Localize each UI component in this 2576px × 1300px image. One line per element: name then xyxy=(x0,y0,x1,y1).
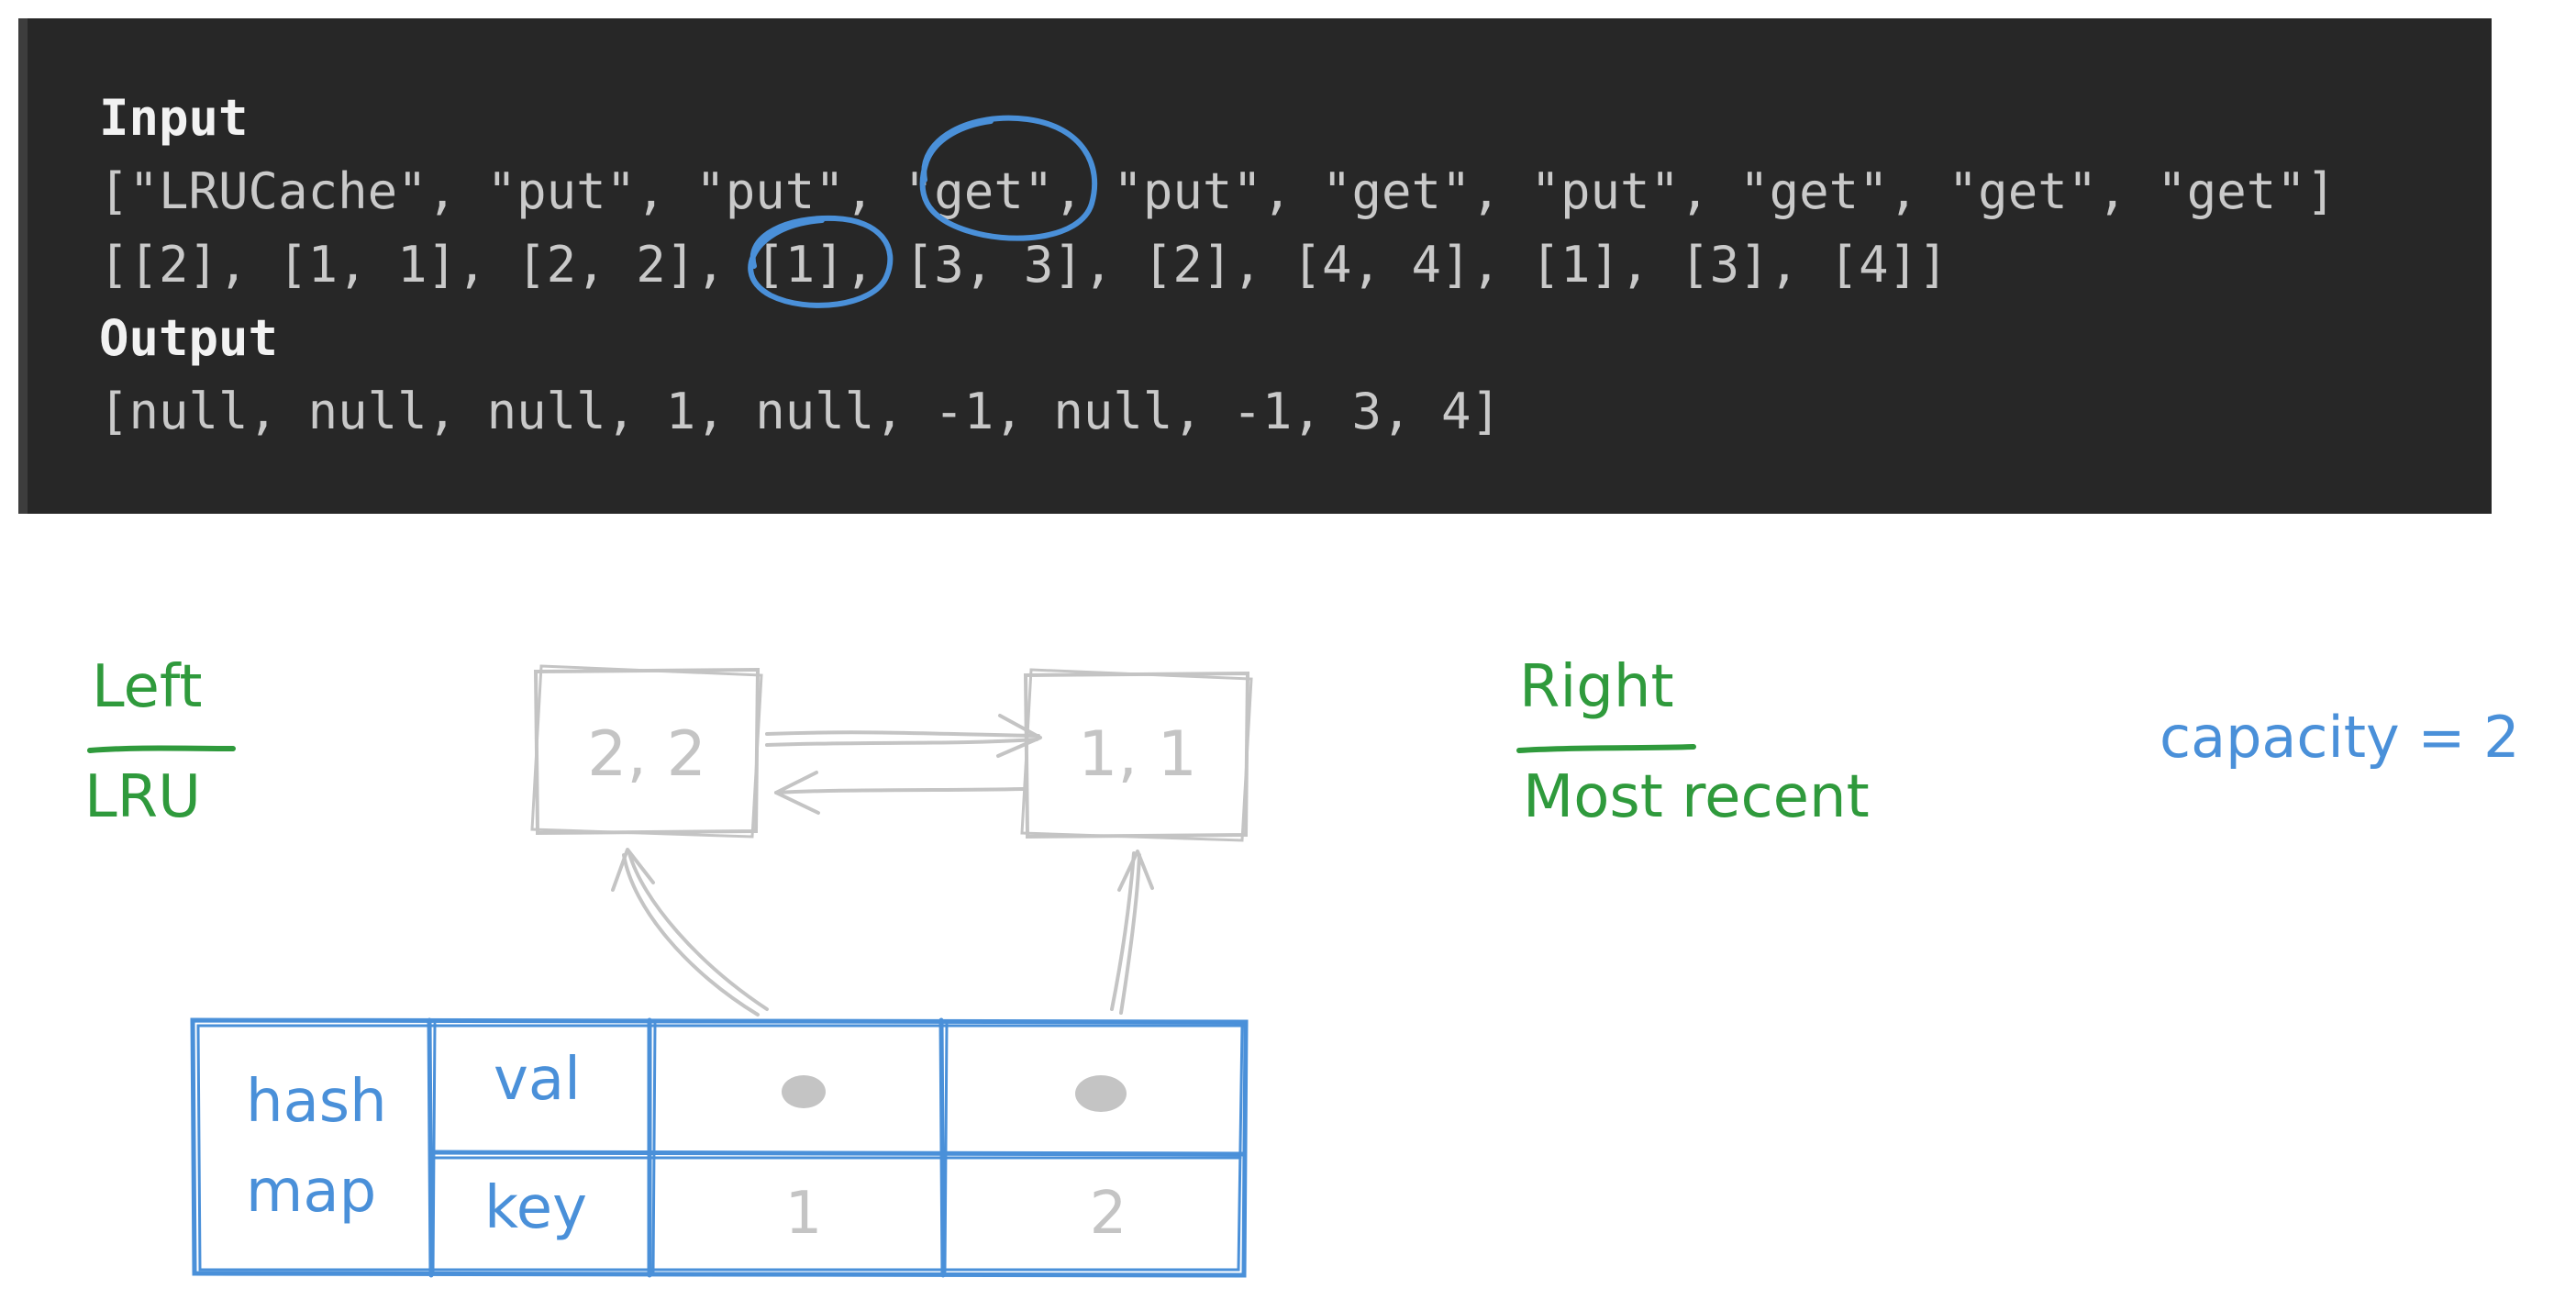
right-underline xyxy=(1516,744,1696,753)
input-ops-line: ["LRUCache", "put", "put", "get", "put",… xyxy=(99,162,2337,220)
node-box-left xyxy=(533,667,761,836)
node-right-text: 1, 1 xyxy=(1078,718,1197,791)
node-boxes xyxy=(530,664,1253,842)
left-underline xyxy=(87,745,236,753)
node-box-right xyxy=(1023,671,1250,839)
output-heading: Output xyxy=(99,309,279,367)
capacity-label: capacity = 2 xyxy=(2160,704,2520,771)
pointer-arrow-right xyxy=(1110,851,1136,1011)
pointer-arrow-left xyxy=(627,851,769,1011)
input-args-line: [[2], [1, 1], [2, 2], [1], [3, 3], [2], … xyxy=(99,236,1949,294)
val-header: val xyxy=(494,1046,581,1114)
highlight-circle-arg xyxy=(748,215,894,308)
output-values-line: [null, null, null, 1, null, -1, null, -1… xyxy=(99,383,1502,440)
lru-diagram: Left LRU Right Most recent capacity = 2 … xyxy=(84,653,2520,1278)
input-heading: Input xyxy=(99,89,249,147)
key-header: key xyxy=(484,1174,587,1242)
right-sublabel: Most recent xyxy=(1523,763,1870,831)
val-pointer-dot-1 xyxy=(782,1075,826,1108)
key-cell-1: 1 xyxy=(785,1180,823,1248)
pointer-arrows xyxy=(611,848,1154,1017)
code-block: Input ["LRUCache", "put", "put", "get", … xyxy=(18,18,2492,514)
left-sublabel: LRU xyxy=(84,763,201,831)
right-label: Right xyxy=(1519,653,1674,721)
highlight-circle-get xyxy=(919,115,1098,241)
arrow-next xyxy=(765,730,1040,738)
left-label: Left xyxy=(92,653,202,721)
hashmap-table xyxy=(190,1017,1249,1278)
hashmap-title-line1: hash xyxy=(246,1068,387,1136)
highlight-overlay xyxy=(748,115,1098,308)
hashmap-title-line2: map xyxy=(246,1158,376,1226)
arrow-prev xyxy=(774,787,1026,794)
val-pointer-dot-2 xyxy=(1075,1075,1127,1112)
node-left-text: 2, 2 xyxy=(587,718,706,791)
key-cell-2: 2 xyxy=(1090,1180,1127,1248)
node-arrows xyxy=(765,714,1042,815)
